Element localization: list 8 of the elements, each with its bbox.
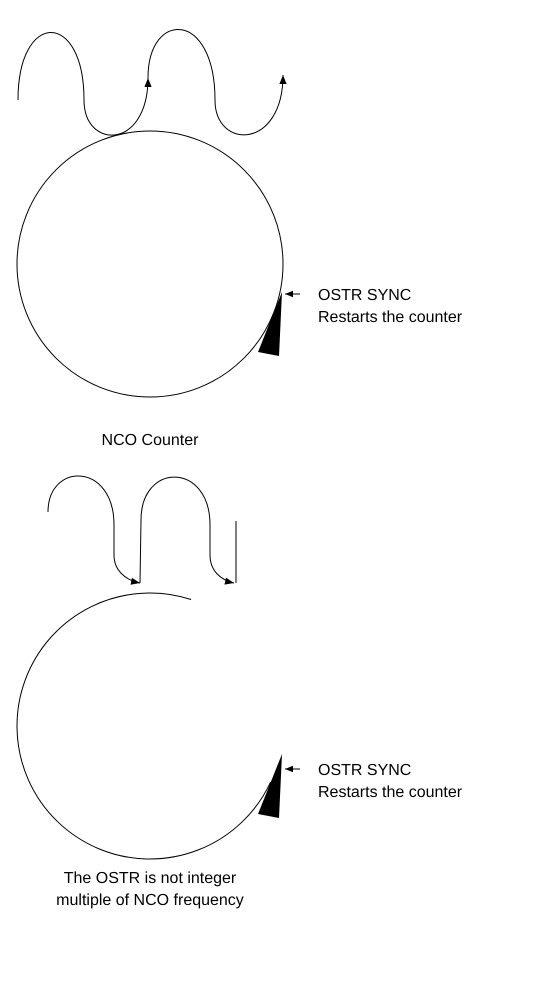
annotation-text: Restarts the counter <box>318 308 464 328</box>
annotation-text: OSTR SYNC <box>318 761 412 781</box>
node-label: NCO Counter <box>100 431 200 451</box>
arrow <box>284 766 300 772</box>
annotation-text: Restarts the counter <box>318 783 464 803</box>
node-label: The OSTR is not integer multiple of NCO frequency <box>55 869 245 911</box>
arrow <box>284 290 300 298</box>
annotation-text: OSTR SYNC <box>318 286 412 306</box>
